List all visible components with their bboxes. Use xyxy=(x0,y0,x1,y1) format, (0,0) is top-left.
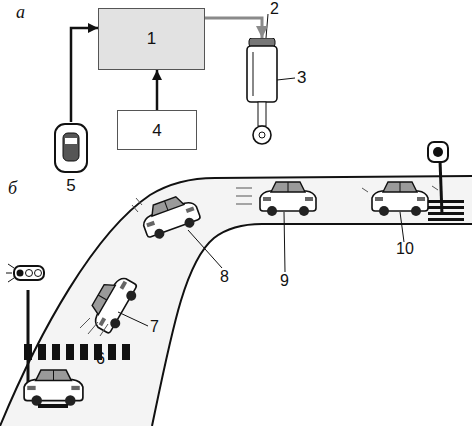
part-number: 3 xyxy=(297,68,306,88)
control-unit-box: 1 xyxy=(98,8,205,70)
shock-absorber-symbol: 3 xyxy=(245,38,315,148)
callout-number: 2 xyxy=(270,0,279,18)
panel-letter: б xyxy=(8,178,17,199)
part-number: 4 xyxy=(118,121,196,141)
actuator-outline xyxy=(245,38,315,148)
callout-number: 8 xyxy=(220,268,229,286)
panel-letter: а xyxy=(16,2,25,23)
part-number: 5 xyxy=(52,176,90,196)
signal-arrow xyxy=(71,28,98,122)
input-box: 4 xyxy=(117,110,197,150)
callout-number: 7 xyxy=(150,318,159,336)
signal-arrow xyxy=(156,70,159,110)
sensor-outline xyxy=(52,122,90,176)
signal-arrow xyxy=(205,18,262,38)
callout-number: 6 xyxy=(96,350,105,368)
callout-number: 9 xyxy=(280,272,289,290)
part-number: 1 xyxy=(99,29,204,49)
callout-number: 10 xyxy=(396,240,414,258)
sensor-symbol: 5 xyxy=(52,122,90,196)
